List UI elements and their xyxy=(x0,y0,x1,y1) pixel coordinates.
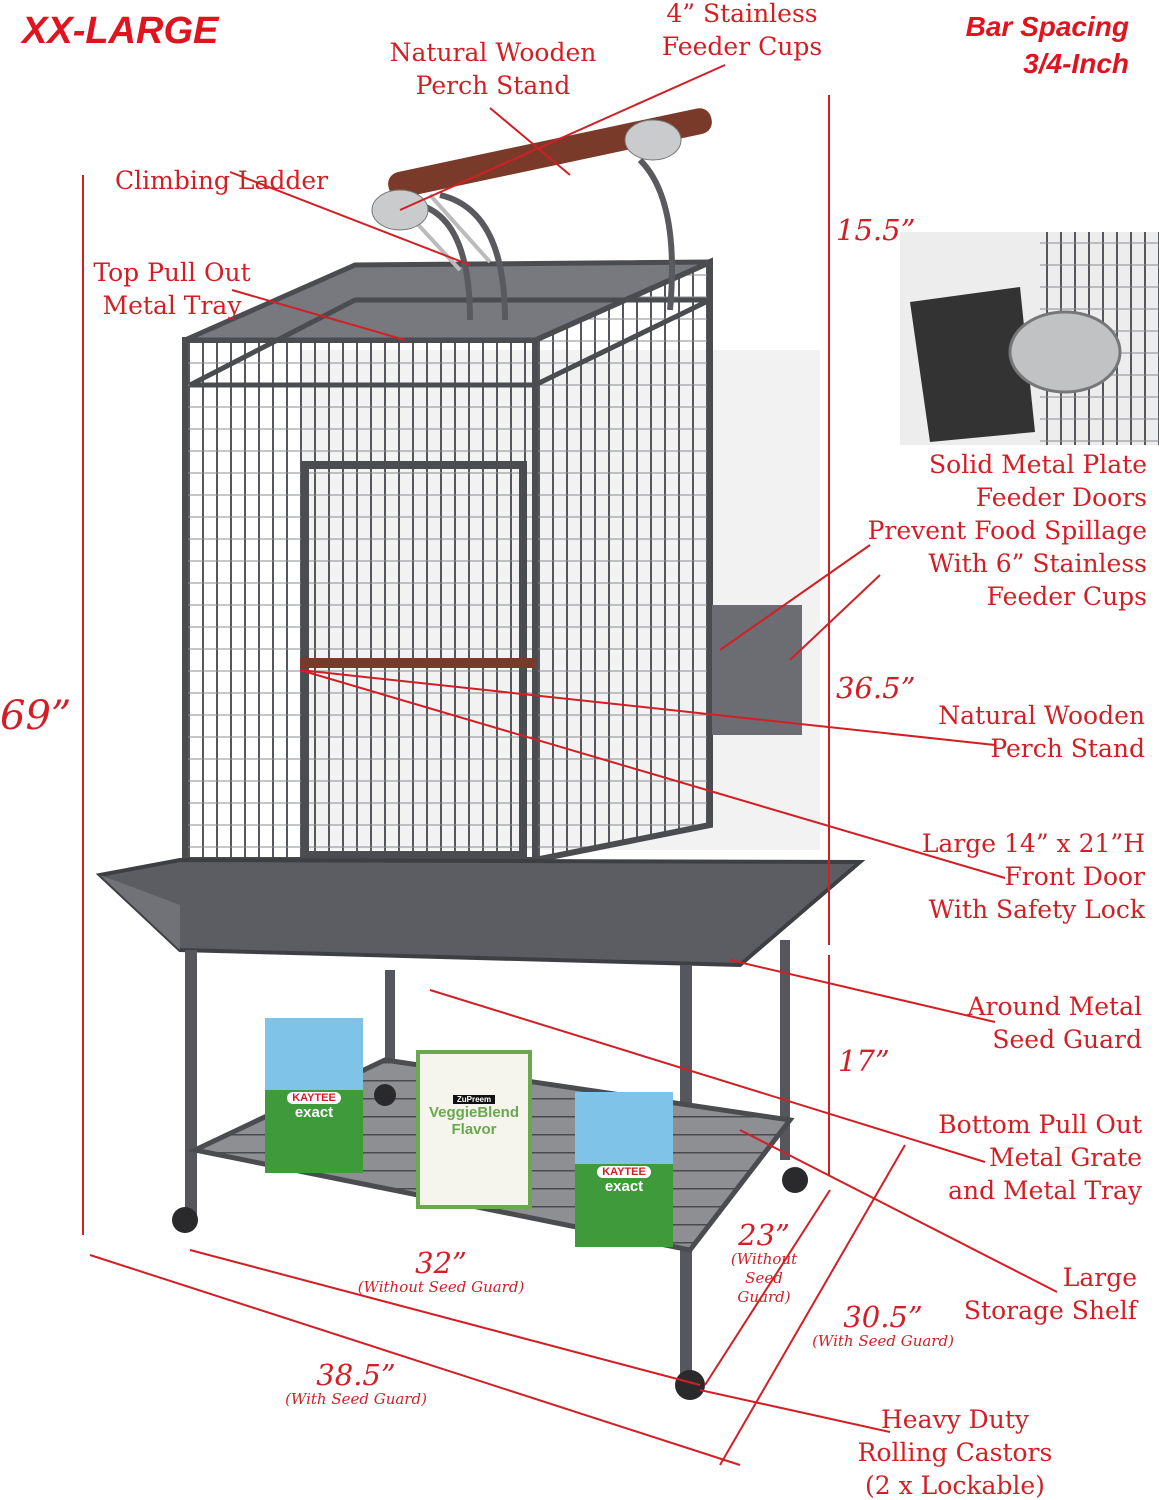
label-line: 32” xyxy=(415,1246,467,1280)
label-line: With Safety Lock xyxy=(928,895,1145,924)
label-line: Perch Stand xyxy=(990,734,1145,763)
label-line: Top Pull Out xyxy=(93,258,251,287)
dim-depth-guard: 30.5”(With Seed Guard) xyxy=(803,1302,963,1351)
label-line: KAYTEE xyxy=(597,1166,651,1178)
dim-cage-height: 36.5” xyxy=(836,671,916,705)
label-line: (2 x Lockable) xyxy=(865,1471,1045,1500)
callout-ladder: Climbing Ladder xyxy=(115,164,328,197)
label-line: Large 14” x 21”H xyxy=(921,829,1145,858)
bar-spacing-value: 3/4-Inch xyxy=(1023,48,1129,79)
label-line: Flavor xyxy=(451,1121,497,1138)
label-line: Natural Wooden xyxy=(389,38,597,67)
dim-stand-height: 17” xyxy=(838,1044,890,1078)
feeder-door-inset-photo xyxy=(900,232,1159,445)
label-line: Front Door xyxy=(1004,862,1145,891)
label-line: exact xyxy=(294,1104,334,1121)
label-line: Climbing Ladder xyxy=(115,166,329,195)
label-line: Seed xyxy=(745,1269,783,1287)
label-line: 38.5” xyxy=(316,1358,396,1392)
label-line: 4” Stainless xyxy=(666,0,818,28)
label-line: Metal Tray xyxy=(102,291,242,320)
label-line: Guard) xyxy=(737,1288,791,1306)
label-line: Solid Metal Plate xyxy=(929,450,1147,479)
label-line: Natural Wooden xyxy=(938,701,1145,730)
bar-spacing-title: Bar Spacing xyxy=(965,11,1129,42)
dimension-lines xyxy=(82,64,1058,1466)
label-line: (Without xyxy=(730,1250,798,1268)
label-line: Seed Guard xyxy=(992,1025,1142,1054)
dim-width-no-guard: 32”(Without Seed Guard) xyxy=(341,1248,541,1297)
label-line: (Without Seed Guard) xyxy=(357,1278,525,1296)
label-line: (With Seed Guard) xyxy=(812,1332,954,1350)
label-line: VeggieBlend xyxy=(428,1104,520,1121)
size-badge: XX-LARGE xyxy=(22,10,219,52)
label-line: Feeder Cups xyxy=(661,32,823,61)
label-line: Perch Stand xyxy=(415,71,571,100)
label-line: Large xyxy=(1062,1263,1137,1292)
label-line: Bottom Pull Out xyxy=(938,1110,1142,1139)
feeder-cup xyxy=(624,119,682,161)
label-line: Rolling Castors xyxy=(857,1438,1053,1467)
label-line: Storage Shelf xyxy=(963,1296,1137,1325)
label-line: 30.5” xyxy=(843,1300,923,1334)
label-line: Around Metal xyxy=(967,992,1142,1021)
label-line: exact xyxy=(604,1178,644,1195)
label-line: Heavy Duty xyxy=(880,1405,1029,1434)
product-bags xyxy=(265,1018,673,1247)
label-line: With 6” Stainless xyxy=(928,549,1147,578)
label-line: Prevent Food Spillage xyxy=(867,516,1147,545)
label-line: and Metal Tray xyxy=(948,1176,1142,1205)
dim-top-height: 15.5” xyxy=(836,213,916,247)
feeder-door-image xyxy=(900,232,1159,445)
dim-width-guard: 38.5”(With Seed Guard) xyxy=(256,1360,456,1409)
label-line: Metal Grate xyxy=(989,1143,1142,1172)
label-line: ZuPreem xyxy=(453,1095,495,1104)
cage-body xyxy=(95,108,866,1400)
label-line: KAYTEE xyxy=(287,1092,341,1104)
label-line: Feeder Cups xyxy=(986,582,1147,611)
label-line: Feeder Doors xyxy=(975,483,1147,512)
label-line: (With Seed Guard) xyxy=(285,1390,427,1408)
label-line: 23” xyxy=(738,1218,790,1252)
bar-spacing-label: Bar Spacing 3/4-Inch xyxy=(966,8,1129,82)
dim-total-height: 69” xyxy=(0,693,72,739)
